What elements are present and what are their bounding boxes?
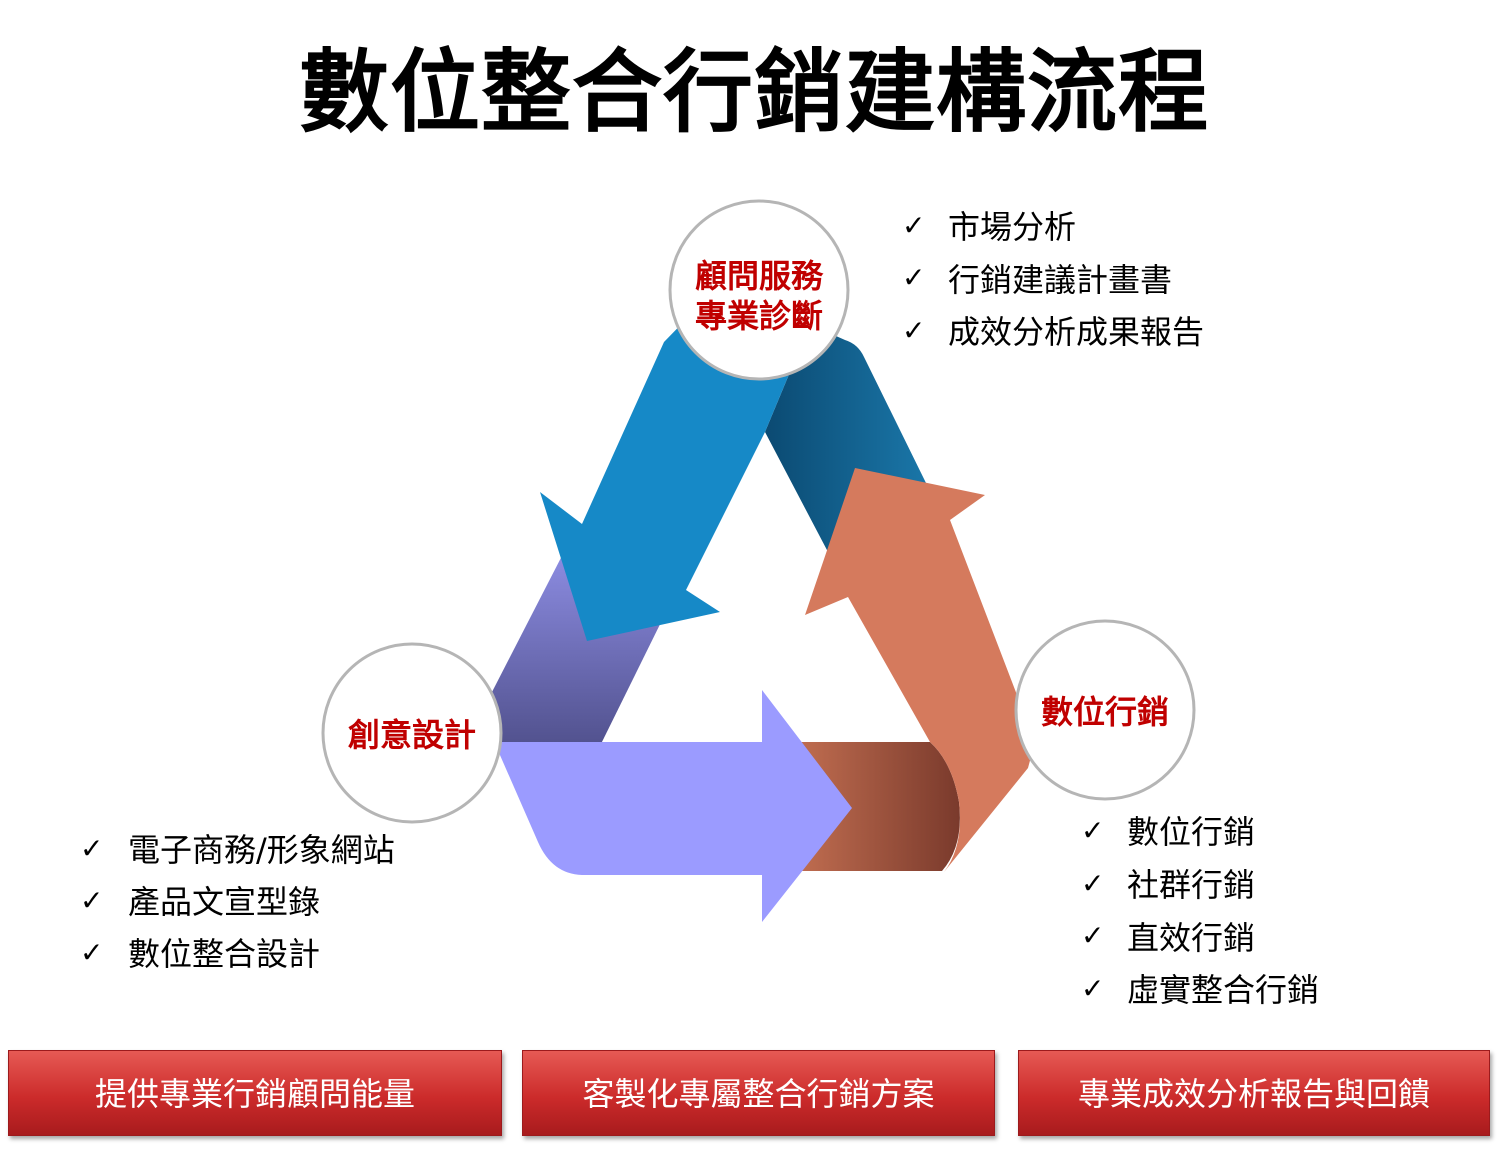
check-icon: ✓ bbox=[1081, 866, 1105, 900]
design-node-label: 創意設計 bbox=[347, 716, 476, 754]
checklist-item-text: 數位行銷 bbox=[1127, 813, 1256, 852]
checklist-item: ✓ 社群行銷 bbox=[1081, 857, 1319, 910]
consulting-node-label: 顧問服務 專業診斷 bbox=[669, 256, 849, 336]
orange-arrow-fold bbox=[798, 742, 960, 871]
check-icon: ✓ bbox=[80, 883, 104, 917]
checklist-item-text: 產品文宣型錄 bbox=[128, 883, 321, 921]
checklist-item: ✓ 產品文宣型錄 bbox=[80, 874, 395, 926]
checklist-item: ✓ 行銷建議計畫書 bbox=[902, 252, 1204, 305]
consulting-checklist: ✓ 市場分析 ✓ 行銷建議計畫書 ✓ 成效分析成果報告 bbox=[902, 199, 1204, 357]
consulting-node-circle bbox=[668, 199, 850, 381]
checklist-item-text: 直效行銷 bbox=[1127, 918, 1256, 957]
check-icon: ✓ bbox=[902, 313, 926, 347]
marketing-checklist: ✓ 數位行銷 ✓ 社群行銷 ✓ 直效行銷 ✓ 虛實整合行銷 bbox=[1081, 804, 1319, 1015]
banner-custom-solution: 客製化專屬整合行銷方案 bbox=[522, 1050, 995, 1136]
check-icon: ✓ bbox=[902, 261, 926, 295]
check-icon: ✓ bbox=[1081, 919, 1105, 953]
purple-arrow bbox=[496, 690, 852, 922]
checklist-item-text: 虛實整合行銷 bbox=[1127, 971, 1320, 1010]
orange-arrow bbox=[805, 468, 1035, 872]
design-checklist: ✓ 電子商務/形象網站 ✓ 產品文宣型錄 ✓ 數位整合設計 bbox=[80, 822, 395, 978]
design-node-circle bbox=[321, 642, 503, 824]
checklist-item: ✓ 成效分析成果報告 bbox=[902, 304, 1204, 357]
check-icon: ✓ bbox=[80, 831, 104, 865]
consulting-node-line-1: 顧問服務 bbox=[694, 257, 823, 295]
checklist-item: ✓ 數位行銷 bbox=[1081, 804, 1319, 857]
blue-arrow bbox=[540, 305, 805, 641]
check-icon: ✓ bbox=[80, 935, 104, 969]
checklist-item: ✓ 數位整合設計 bbox=[80, 926, 395, 978]
checklist-item-text: 市場分析 bbox=[948, 208, 1077, 247]
checklist-item: ✓ 直效行銷 bbox=[1081, 909, 1319, 962]
marketing-node-circle bbox=[1014, 619, 1196, 801]
banner-performance-report: 專業成效分析報告與回饋 bbox=[1018, 1050, 1490, 1136]
checklist-item-text: 行銷建議計畫書 bbox=[948, 260, 1173, 299]
checklist-item-text: 社群行銷 bbox=[1127, 866, 1256, 905]
check-icon: ✓ bbox=[1081, 971, 1105, 1005]
consulting-node-line-2: 專業診斷 bbox=[694, 297, 823, 335]
marketing-node-label: 數位行銷 bbox=[1040, 693, 1169, 731]
checklist-item-text: 成效分析成果報告 bbox=[948, 313, 1205, 352]
checklist-item: ✓ 虛實整合行銷 bbox=[1081, 962, 1319, 1015]
page-title: 數位整合行銷建構流程 bbox=[299, 40, 1209, 145]
check-icon: ✓ bbox=[902, 208, 926, 242]
checklist-item-text: 數位整合設計 bbox=[128, 935, 321, 973]
banner-consulting-capacity: 提供專業行銷顧問能量 bbox=[8, 1050, 502, 1136]
check-icon: ✓ bbox=[1081, 813, 1105, 847]
checklist-item-text: 電子商務/形象網站 bbox=[128, 831, 395, 869]
checklist-item: ✓ 市場分析 bbox=[902, 199, 1204, 252]
checklist-item: ✓ 電子商務/形象網站 bbox=[80, 822, 395, 874]
